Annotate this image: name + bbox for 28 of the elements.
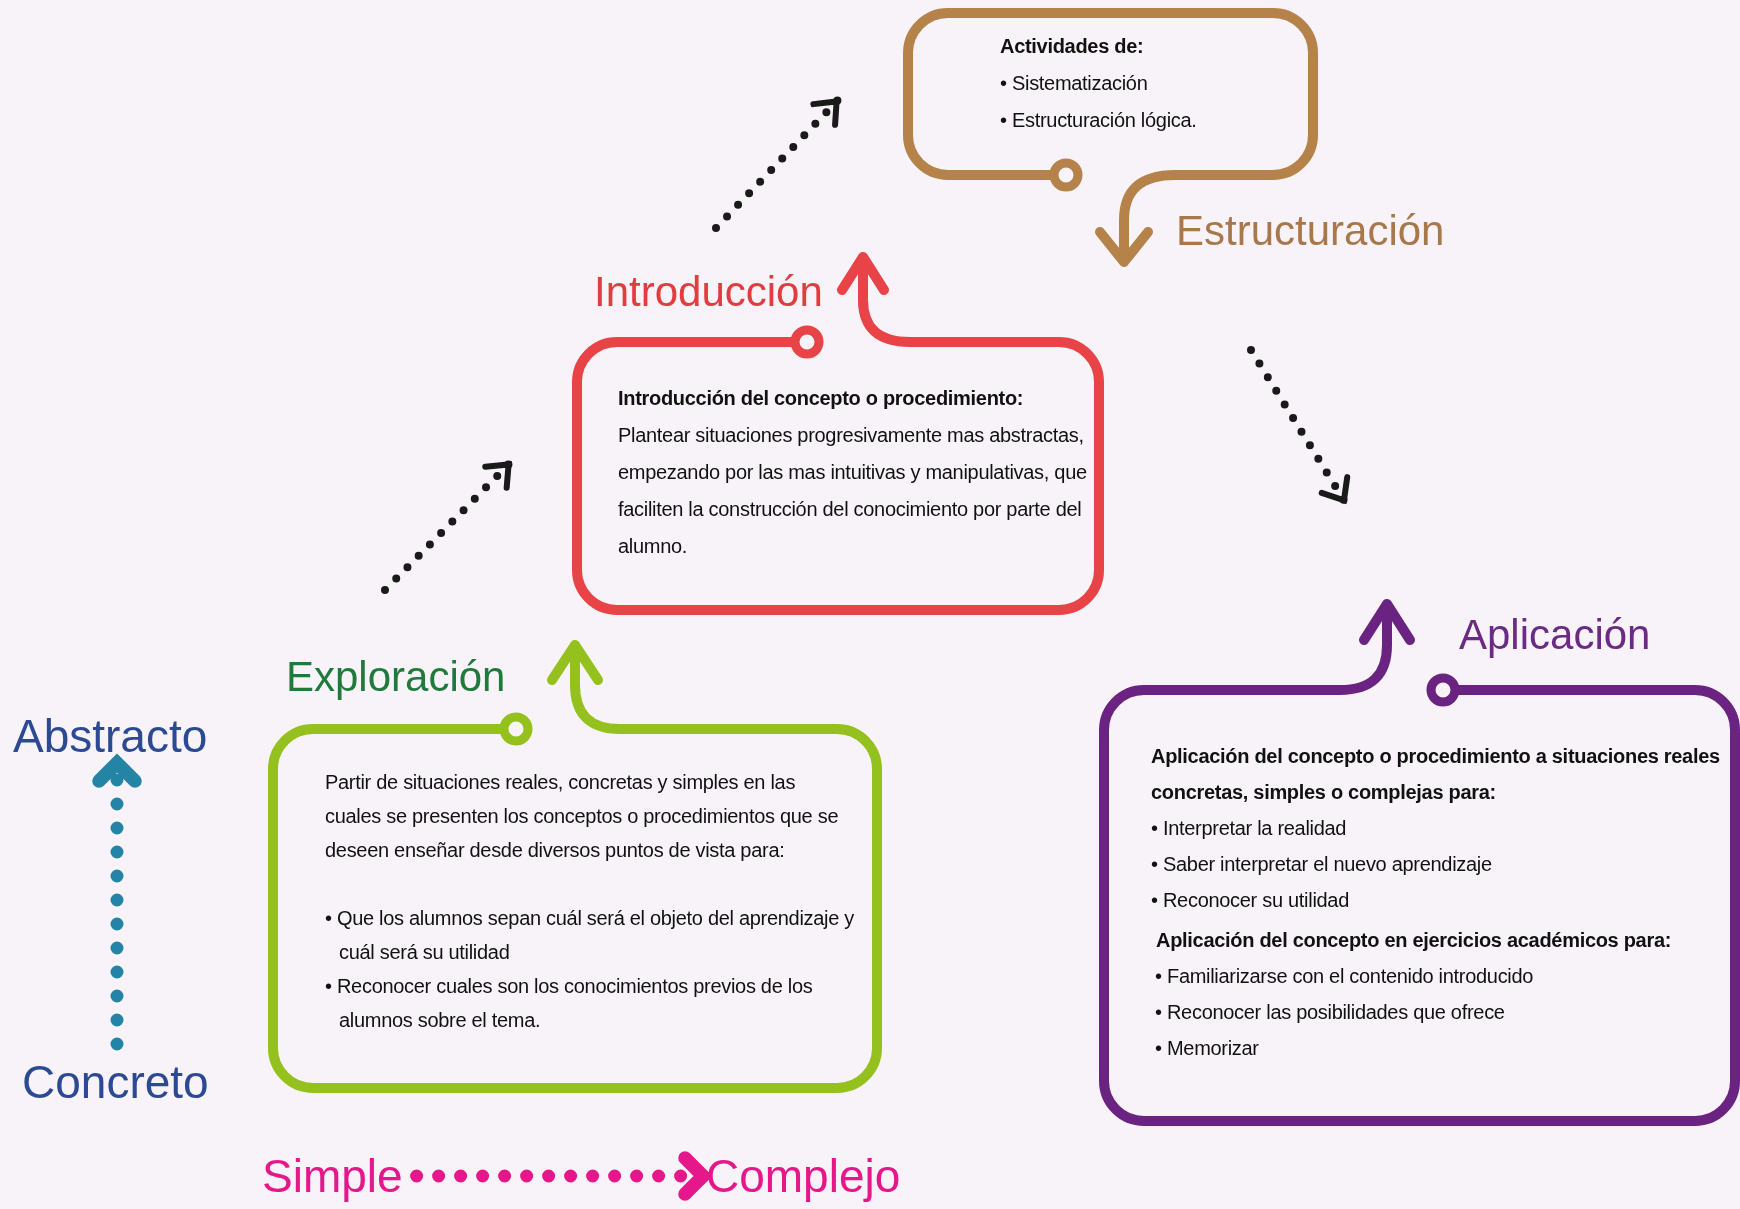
bullet-item: • Reconocer las posibilidades que ofrece <box>1155 1000 1506 1025</box>
axis-label: Concreto <box>22 1058 209 1106</box>
bullet-item: • Reconocer su utilidad <box>1151 888 1350 913</box>
dotted-arrow <box>381 459 514 594</box>
stage-title: Exploración <box>286 652 506 702</box>
stage-title: Aplicación <box>1459 610 1651 660</box>
stage-title: Estructuración <box>1176 206 1445 256</box>
bullet-item: • Sistematización <box>1000 71 1149 96</box>
axis-label: Complejo <box>706 1152 901 1200</box>
bullet-item: • Memorizar <box>1155 1036 1260 1061</box>
axis-label: Abstracto <box>13 712 208 760</box>
bullet-item: • Interpretar la realidad <box>1151 816 1348 841</box>
dotted-arrow <box>1247 346 1351 506</box>
bullet-item: • Familiarizarse con el contenido introducido <box>1155 964 1535 989</box>
dotted-arrow <box>712 96 842 232</box>
box-heading: Aplicación del concepto o procedimiento a situaciones reales concretas, simples o complejas para: <box>1151 744 1721 805</box>
box-heading: Actividades de: <box>1000 34 1145 59</box>
dotted-arrow <box>92 753 142 1051</box>
bullet-item: • Saber interpretar el nuevo aprendizaje <box>1151 852 1493 877</box>
body-text: Plantear situaciones progresivamente mas abstractas, empezando por las mas intuitivas y manipulativas, que faciliten la construcción del conocimiento por parte del alumno. <box>618 423 1088 559</box>
bullet-item: • Estructuración lógica. <box>1000 108 1198 133</box>
box-heading: Introducción del concepto o procedimiento: <box>618 386 1025 411</box>
bullet-item: • Reconocer cuales son los conocimientos previos de los alumnos sobre el tema. <box>325 974 814 1033</box>
body-text: Partir de situaciones reales, concretas y simples en las cuales se presenten los conceptos o procedimientos que se deseen enseñar desde diversos puntos de vista para: <box>325 770 840 863</box>
bullet-item: • Que los alumnos sepan cuál será el objeto del aprendizaje y cuál será su utilidad <box>325 906 855 965</box>
axis-label: Simple <box>262 1152 403 1200</box>
stage-title: Introducción <box>594 267 823 317</box>
box-heading: Aplicación del concepto en ejercicios académicos para: <box>1155 928 1673 953</box>
